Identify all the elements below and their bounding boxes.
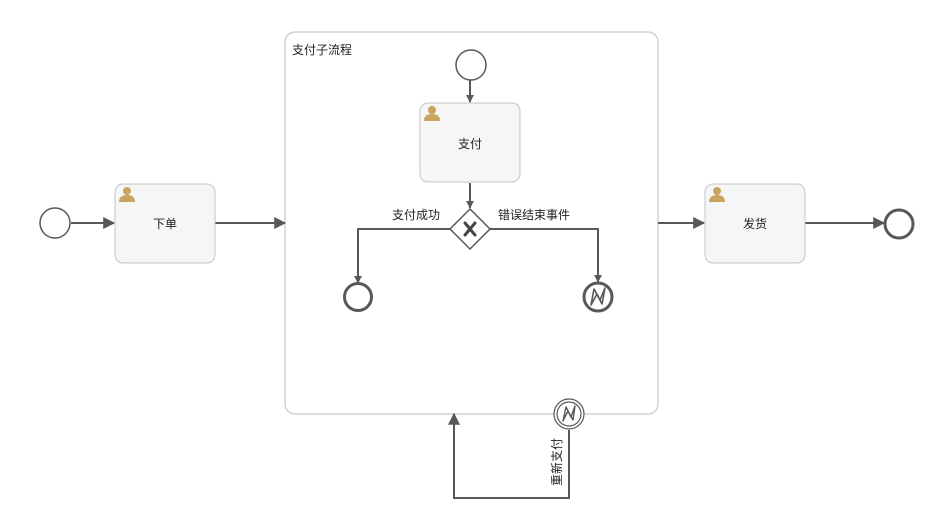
error-end-event[interactable]: [582, 281, 614, 313]
task-order-label: 下单: [153, 217, 177, 231]
boundary-error-event[interactable]: [553, 398, 585, 430]
main-end-event[interactable]: [883, 208, 915, 240]
flow-label-pay-success: 支付成功: [392, 208, 440, 222]
exclusive-gateway[interactable]: [448, 207, 492, 251]
sequence-flows: [71, 80, 886, 499]
subprocess-label: 支付子流程: [292, 42, 352, 57]
flow-label-retry-pay: 重新支付: [549, 438, 564, 486]
sub-start-event[interactable]: [455, 49, 487, 81]
task-ship-label: 发货: [743, 216, 767, 231]
user-task-icon: [119, 187, 135, 202]
x-icon: [463, 221, 477, 237]
main-start-event[interactable]: [39, 207, 71, 239]
task-pay[interactable]: 支付: [419, 102, 521, 183]
flow-pay-success[interactable]: [354, 228, 450, 284]
user-task-icon: [424, 106, 440, 121]
task-order[interactable]: 下单: [114, 183, 216, 264]
flow-label-error-end: 错误结束事件: [498, 208, 570, 222]
task-ship[interactable]: 发货: [704, 183, 806, 264]
task-pay-label: 支付: [458, 137, 482, 151]
user-task-icon: [709, 187, 725, 202]
flow-error-end[interactable]: [490, 228, 602, 283]
flow-retry-pay[interactable]: [448, 412, 570, 499]
lightning-icon: [590, 287, 606, 306]
lightning-icon: [562, 405, 576, 422]
sub-end-event[interactable]: [343, 282, 373, 312]
